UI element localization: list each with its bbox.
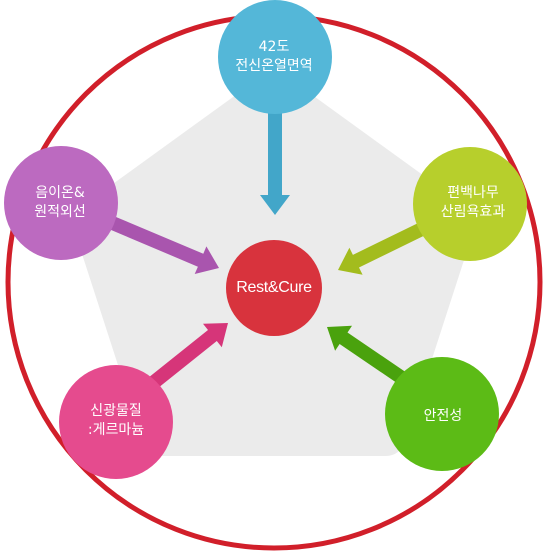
node-left-circle (4, 146, 118, 260)
center-circle (226, 240, 322, 336)
arrow-left (107, 215, 219, 274)
arrow-bottom-left (148, 323, 228, 389)
arrow-top (260, 110, 290, 215)
nodes-group (4, 0, 527, 479)
arrows-group (107, 110, 432, 389)
arrow-bottom-right (327, 325, 406, 384)
node-right-circle (413, 147, 527, 261)
node-bottom-left-circle (59, 365, 173, 479)
node-top-circle (218, 0, 332, 114)
node-bottom-right-circle (385, 357, 499, 471)
arrow-right (338, 219, 432, 275)
